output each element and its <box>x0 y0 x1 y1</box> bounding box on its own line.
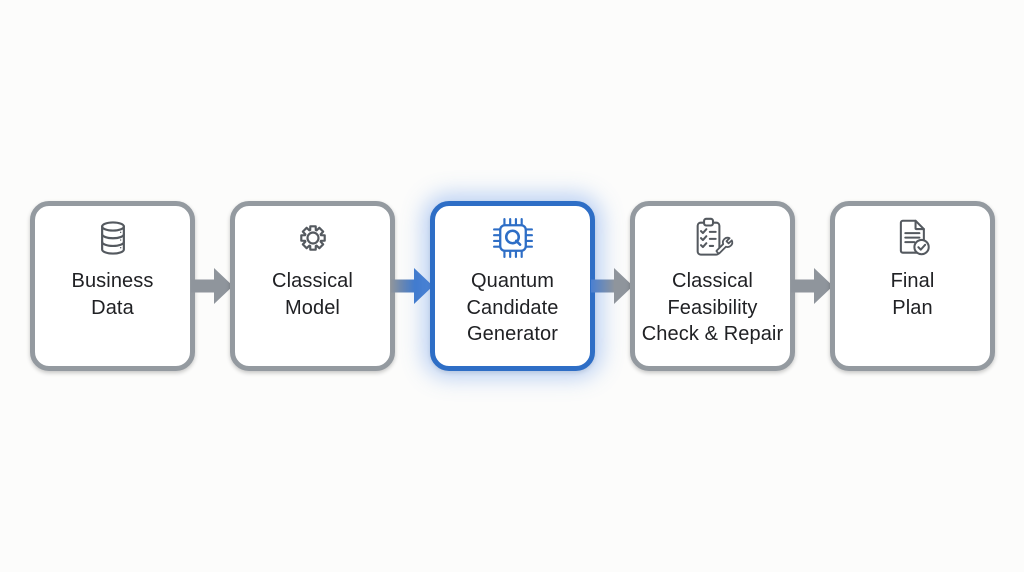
step-label-final-plan: Final Plan <box>890 270 935 319</box>
arrow-quantum-to-feasibility <box>591 268 633 304</box>
step-label-classical-model: Classical Model <box>272 270 353 319</box>
arrow-classical-to-quantum <box>391 268 433 304</box>
document-check-icon <box>890 215 936 261</box>
step-classical-feasibility-check-repair: Classical Feasibility Check & Repair <box>630 201 795 371</box>
step-final-plan: Final Plan <box>830 201 995 371</box>
quantum-chip-icon <box>490 215 536 261</box>
step-quantum-candidate-generator: Quantum Candidate Generator <box>430 201 595 371</box>
step-label-quantum-candidate-generator: Quantum Candidate Generator <box>466 270 559 345</box>
clipboard-wrench-icon <box>690 215 736 261</box>
step-label-business-data: Business Data <box>71 270 154 319</box>
arrow-feasibility-to-final <box>791 268 833 304</box>
step-classical-model: Classical Model <box>230 201 395 371</box>
step-business-data: Business Data <box>30 201 195 371</box>
database-icon <box>90 215 136 261</box>
step-label-classical-feasibility-check-repair: Classical Feasibility Check & Repair <box>641 270 784 345</box>
gear-icon <box>290 215 336 261</box>
arrow-business-to-classical <box>191 268 233 304</box>
